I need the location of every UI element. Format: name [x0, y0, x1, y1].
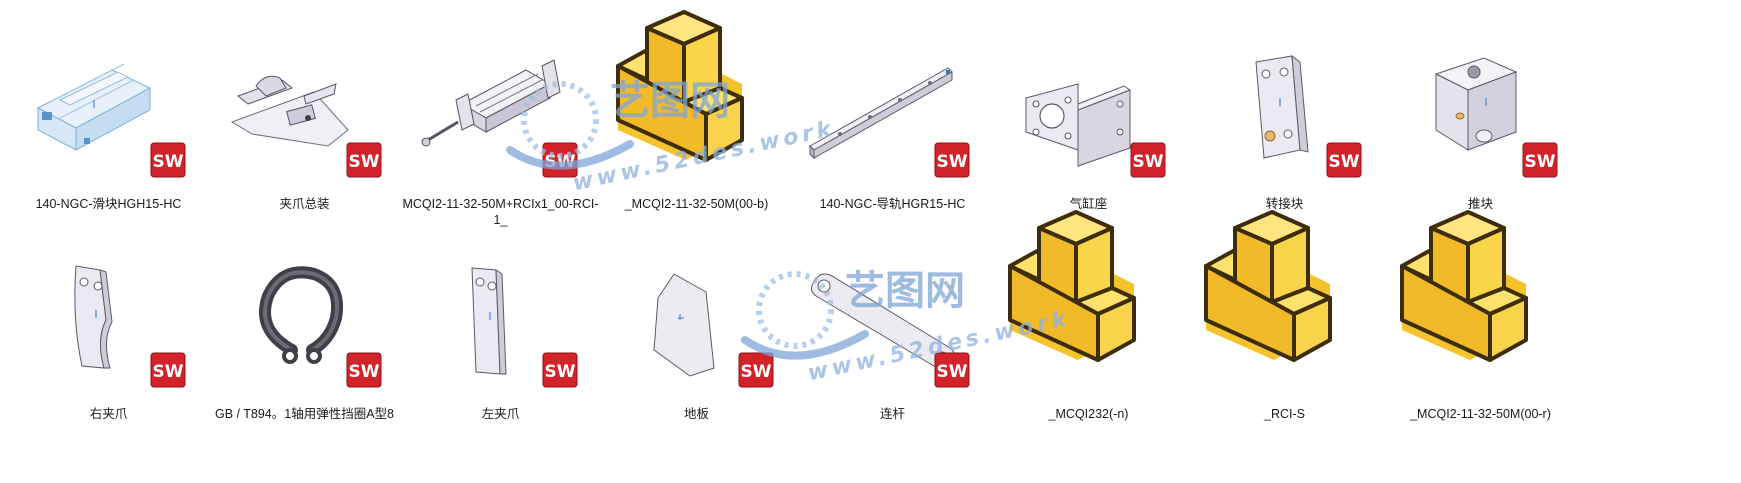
solidworks-badge-icon: SW [738, 352, 774, 388]
svg-text:SW: SW [937, 152, 968, 172]
file-item[interactable]: SW 左夹爪 [392, 210, 609, 442]
svg-text:SW: SW [545, 362, 576, 382]
file-item[interactable]: SW 连杆 [784, 210, 1001, 442]
file-item[interactable]: SW 右夹爪 [0, 210, 217, 442]
file-item[interactable]: _MCQI2-11-32-50M(00-b) [588, 0, 805, 232]
file-name-label: GB / T894。1轴用弹性挡圈A型8 [215, 407, 394, 421]
file-item[interactable]: _MCQI232(-n) [980, 210, 1197, 442]
file-item[interactable]: SW 140-NGC-滑块HGH15-HC [0, 0, 217, 232]
solidworks-badge-icon: SW [346, 352, 382, 388]
svg-text:SW: SW [153, 152, 184, 172]
file-name-label: _MCQI2-11-32-50M(00-b) [624, 197, 769, 211]
right-jaw-icon: SW [0, 210, 217, 402]
left-jaw-icon: SW [392, 210, 609, 402]
svg-text:SW: SW [349, 362, 380, 382]
file-item[interactable]: SW 地板 [588, 210, 805, 442]
file-name-label: 地板 [683, 407, 709, 421]
svg-text:SW: SW [1525, 152, 1556, 172]
linear-rail-icon: SW [784, 0, 1001, 192]
slider-block-part-icon: SW [0, 0, 217, 192]
solidworks-badge-icon: SW [346, 142, 382, 178]
solidworks-badge-icon: SW [934, 352, 970, 388]
solidworks-badge-icon: SW [934, 142, 970, 178]
gripper-assembly-icon: SW [196, 0, 413, 192]
base-plate-icon: SW [588, 210, 805, 402]
svg-text:SW: SW [741, 362, 772, 382]
svg-text:SW: SW [349, 152, 380, 172]
file-item[interactable]: SW 转接块 [1176, 0, 1393, 232]
file-name-label: 右夹爪 [89, 407, 128, 421]
file-item[interactable]: SW 气缸座 [980, 0, 1197, 232]
file-name-label: 连杆 [879, 407, 905, 421]
solidworks-badge-icon: SW [1130, 142, 1166, 178]
file-name-label: _MCQI2-11-32-50M(00-r) [1410, 407, 1551, 421]
file-name-label: 140-NGC-滑块HGH15-HC [35, 197, 182, 211]
svg-text:SW: SW [1329, 152, 1360, 172]
file-name-label: 夹爪总装 [279, 197, 330, 211]
solidworks-badge-icon: SW [150, 352, 186, 388]
file-name-label: 左夹爪 [481, 407, 520, 421]
connecting-rod-icon: SW [784, 210, 1001, 402]
svg-text:SW: SW [153, 362, 184, 382]
file-name-label: MCQI2-11-32-50M+RCIx1_00-RCI-1_ [402, 197, 599, 227]
file-name-label: 140-NGC-导轨HGR15-HC [819, 197, 966, 211]
svg-text:SW: SW [1133, 152, 1164, 172]
file-name-label: _MCQI232(-n) [1048, 407, 1129, 421]
file-item[interactable]: SW MCQI2-11-32-50M+RCIx1_00-RCI-1_ [392, 0, 609, 232]
file-item[interactable]: SW 140-NGC-导轨HGR15-HC [784, 0, 1001, 232]
push-block-icon: SW [1372, 0, 1589, 192]
solidworks-badge-icon: SW [1326, 142, 1362, 178]
solidworks-badge-icon: SW [150, 142, 186, 178]
solidworks-badge-icon: SW [542, 142, 578, 178]
file-item[interactable]: SW GB / T894。1轴用弹性挡圈A型8 [196, 210, 413, 442]
generic-part-icon [1372, 210, 1589, 402]
pneumatic-cylinder-icon: SW [392, 0, 609, 192]
solidworks-badge-icon: SW [542, 352, 578, 388]
generic-part-icon [588, 0, 805, 192]
generic-part-icon [980, 210, 1197, 402]
file-name-label: _RCI-S [1264, 407, 1305, 421]
svg-text:SW: SW [545, 152, 576, 172]
retaining-ring-icon: SW [196, 210, 413, 402]
file-name-label: 推块 [1467, 197, 1493, 211]
svg-text:SW: SW [937, 362, 968, 382]
file-item[interactable]: _MCQI2-11-32-50M(00-r) [1372, 210, 1589, 442]
file-item[interactable]: _RCI-S [1176, 210, 1393, 442]
file-name-label: 转接块 [1265, 197, 1304, 211]
generic-part-icon [1176, 210, 1393, 402]
file-item[interactable]: SW 夹爪总装 [196, 0, 413, 232]
file-item[interactable]: SW 推块 [1372, 0, 1589, 232]
cylinder-mount-icon: SW [980, 0, 1197, 192]
adapter-block-icon: SW [1176, 0, 1393, 192]
solidworks-badge-icon: SW [1522, 142, 1558, 178]
file-name-label: 气缸座 [1069, 197, 1108, 211]
